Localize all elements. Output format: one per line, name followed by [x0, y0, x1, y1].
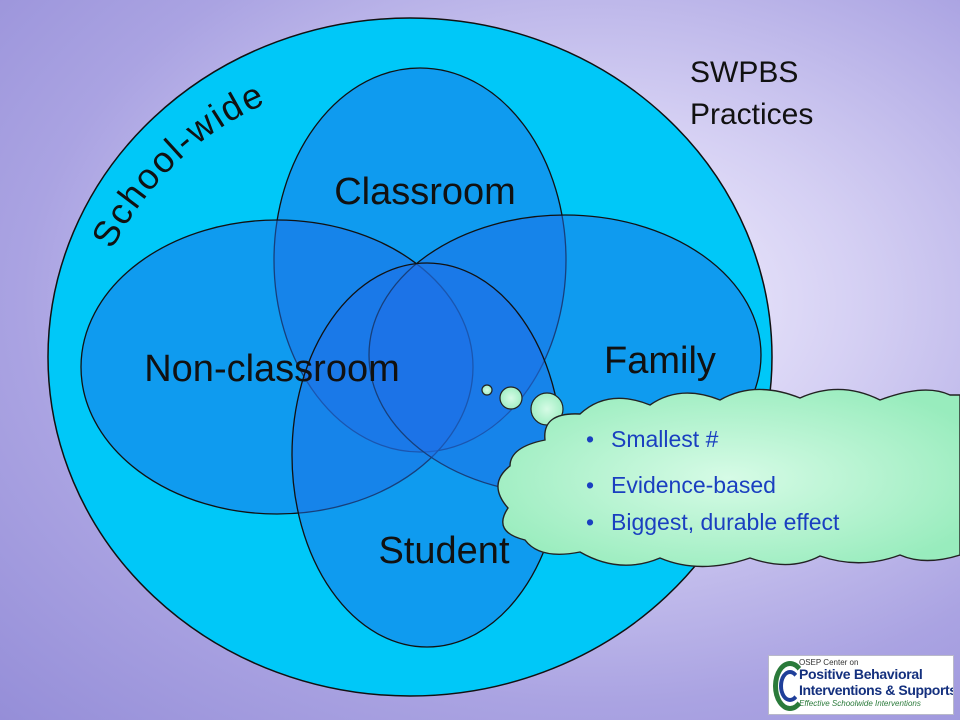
callout-cloud: [497, 388, 960, 568]
callout-bullet-3-text: Biggest, durable effect: [611, 509, 840, 535]
callout-bullet-1: •: [586, 426, 594, 452]
logo-line-3: Interventions & Supports: [799, 682, 954, 698]
non-classroom-label: Non-classroom: [144, 348, 400, 390]
swpbs-title-line2: Practices: [690, 98, 813, 131]
logo-line-1: OSEP Center on: [799, 658, 859, 667]
logo-line-4: Effective Schoolwide Interventions: [799, 699, 921, 708]
callout-bullet-2-text: Evidence-based: [611, 472, 776, 498]
logo-swoosh-icon: [773, 661, 807, 711]
pbis-logo: OSEP Center on Positive Behavioral Inter…: [768, 655, 954, 715]
student-label: Student: [379, 530, 510, 572]
callout-bullet-1-text: Smallest #: [611, 426, 719, 452]
logo-line-2: Positive Behavioral: [799, 666, 923, 682]
thought-bubble-medium: [499, 386, 523, 410]
callout-bullet-2: •: [586, 472, 594, 498]
logo-swoosh-inner-icon: [779, 670, 801, 702]
thought-bubble-small: [481, 384, 493, 396]
classroom-label: Classroom: [334, 171, 516, 213]
swpbs-title-line1: SWPBS: [690, 56, 798, 89]
callout-bullet-3: •: [586, 509, 594, 535]
family-label: Family: [604, 340, 716, 382]
